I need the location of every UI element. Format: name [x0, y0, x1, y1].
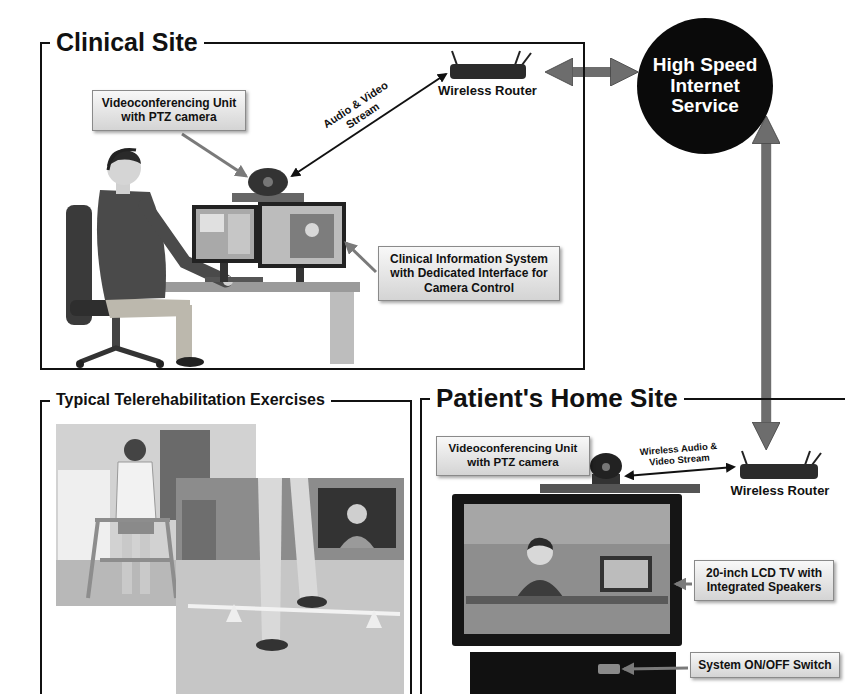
router-label: Wireless Router — [430, 84, 545, 99]
patient-shirt — [116, 462, 156, 520]
screen-window — [200, 214, 224, 232]
callout-text: Videoconferencing Unit with PTZ camera — [99, 96, 239, 125]
callout-box: Videoconferencing Unit with PTZ camera — [92, 90, 246, 131]
patient-head — [124, 439, 146, 461]
chair-wheel — [156, 360, 164, 368]
camera-lens — [263, 177, 273, 187]
callout-box: Videoconferencing Unit with PTZ camera — [436, 436, 590, 476]
camera-lens — [602, 463, 610, 471]
clinician-workstation — [66, 149, 360, 368]
ptz-camera — [590, 453, 622, 479]
shoe — [256, 639, 288, 651]
tv-screen — [464, 504, 670, 634]
person-shoe — [176, 357, 204, 367]
back-wall — [176, 478, 404, 560]
double-arrow — [565, 67, 618, 77]
patient-leg — [122, 534, 132, 594]
headset — [108, 149, 136, 170]
callout-box: Clinical Information System with Dedicat… — [378, 246, 560, 301]
walker — [88, 520, 176, 598]
router-label: Wireless Router — [720, 484, 840, 499]
chair-base — [80, 348, 160, 362]
panel-title: Typical Telerehabilitation Exercises — [50, 392, 331, 408]
stream-label: Audio & Video Stream — [316, 76, 402, 145]
leader-line — [624, 668, 688, 669]
antenna — [522, 53, 531, 65]
screen-person-hair — [527, 538, 553, 550]
screen-window — [228, 214, 250, 254]
screen-desk — [466, 596, 668, 604]
panel-title: Clinical Site — [50, 30, 204, 55]
camera-shelf — [540, 484, 700, 493]
monitor-stand — [296, 266, 304, 282]
panel-title: Patient's Home Site — [430, 385, 684, 411]
inset-body — [340, 536, 374, 548]
internet-circle: High Speed Internet Service — [637, 18, 773, 154]
person-torso — [97, 190, 166, 300]
leader-line — [346, 243, 376, 272]
leader-line — [676, 583, 692, 586]
keyboard — [205, 277, 263, 282]
couch — [58, 470, 110, 560]
callout-box: System ON/OFF Switch — [690, 652, 840, 678]
screen-monitor-display — [604, 560, 648, 588]
ptz-camera — [248, 168, 288, 196]
home-tv-unit — [452, 453, 700, 694]
obstacle-cones — [226, 604, 382, 628]
callout-text: Clinical Information System with Dedicat… — [385, 252, 553, 295]
double-arrow — [761, 136, 771, 430]
patient-leg — [140, 534, 150, 594]
desk-leg — [330, 292, 354, 364]
video-inset — [318, 488, 396, 548]
person-shin — [176, 305, 192, 360]
antenna — [812, 453, 821, 465]
chair — [182, 500, 216, 560]
callout-box: 20-inch LCD TV with Integrated Speakers — [694, 560, 834, 601]
callout-text: 20-inch LCD TV with Integrated Speakers — [701, 566, 827, 595]
monitor-stand — [220, 262, 228, 282]
circle-text: High Speed Internet Service — [646, 55, 764, 118]
antenna — [805, 451, 810, 465]
patient-leg — [258, 478, 282, 640]
screen-video — [290, 214, 334, 258]
obstacle-bar — [188, 606, 400, 614]
chair-wheel — [76, 360, 84, 368]
stream-label: Wireless Audio & Video Stream — [630, 440, 727, 470]
router-node: Wireless Router — [430, 50, 545, 112]
antenna — [515, 51, 520, 65]
screen-monitor — [600, 556, 652, 592]
site-panel: Typical Telerehabilitation Exercises — [40, 400, 412, 694]
clinical-router — [450, 51, 531, 79]
chair-post — [112, 316, 120, 348]
shoe — [297, 596, 327, 608]
monitor-left — [192, 205, 258, 263]
power-switch — [598, 664, 620, 674]
router-body — [740, 464, 818, 479]
photo-ground — [176, 478, 404, 694]
antenna — [452, 51, 457, 65]
antenna — [742, 451, 747, 465]
leader-line — [182, 134, 246, 176]
monitor-right — [258, 202, 346, 268]
router-node: Wireless Router — [720, 450, 840, 512]
router-body — [450, 64, 526, 79]
tv-frame — [452, 494, 682, 646]
site-panel: Clinical SiteVideoconferencing Unit with… — [40, 42, 585, 370]
callout-text: System ON/OFF Switch — [697, 658, 833, 672]
patient-leg — [290, 478, 318, 600]
stream-arrow — [292, 74, 446, 176]
home-router — [740, 451, 821, 479]
inset-head — [347, 504, 367, 524]
screen-wall — [464, 504, 670, 544]
monitor-screen — [196, 209, 254, 259]
callout-text: Videoconferencing Unit with PTZ camera — [443, 442, 583, 470]
monitor-screen — [262, 206, 342, 264]
screen-figure — [305, 223, 319, 237]
exercise-photo-obstacle — [176, 478, 404, 694]
tv-base — [470, 652, 676, 694]
site-panel: Patient's Home SiteVideoconferencing Uni… — [420, 398, 845, 694]
desk-top — [160, 282, 360, 292]
stream-arrow — [626, 467, 734, 476]
